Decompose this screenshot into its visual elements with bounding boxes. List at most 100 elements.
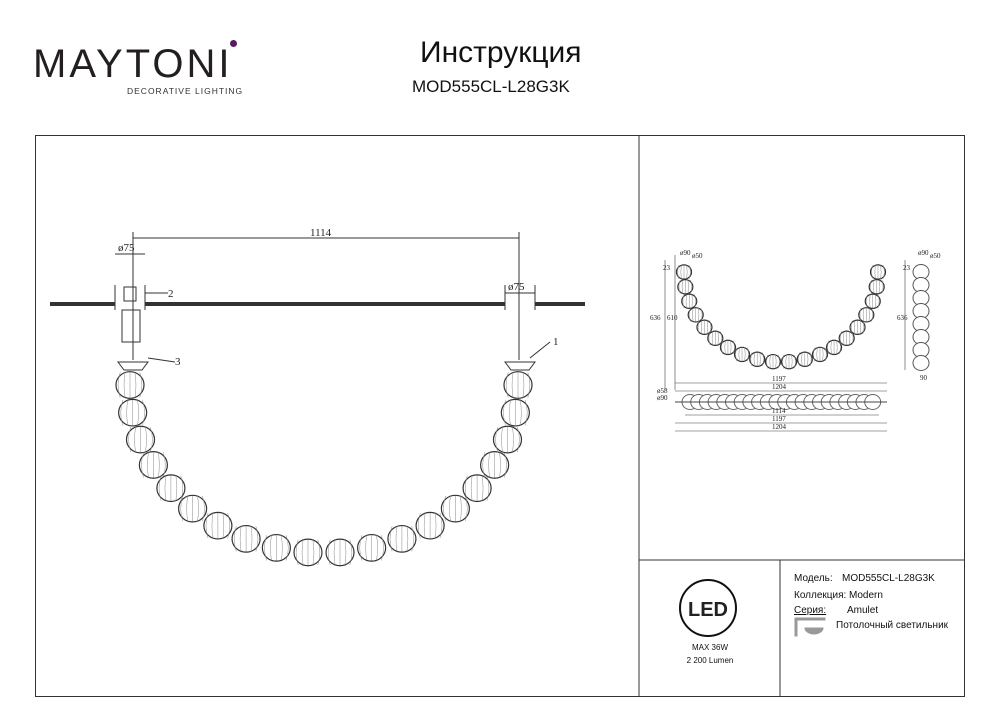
bead-rib: [137, 400, 139, 426]
bead-rib: [854, 320, 856, 335]
bead-rib: [205, 512, 209, 539]
bead-rib: [830, 340, 832, 355]
bead-rib: [753, 352, 755, 367]
bead-chain: [115, 371, 533, 567]
bead-rib: [873, 280, 875, 294]
bead-rib: [503, 399, 506, 426]
mini-w1204b: 1204: [772, 423, 787, 431]
mini-h636: 636: [650, 314, 661, 322]
bead-rib: [697, 320, 700, 335]
bead-rib: [822, 347, 824, 362]
bead-rib: [824, 347, 827, 362]
bead-rib: [875, 294, 877, 309]
bead-rib: [849, 331, 851, 346]
dim-width: 1114: [310, 227, 332, 239]
bead-rib: [747, 347, 749, 362]
mini-w1204: 1204: [772, 383, 787, 391]
mini-w1197b: 1197: [772, 415, 786, 423]
bead-rib: [197, 495, 199, 522]
bead-rib: [879, 280, 881, 294]
bead-rib: [501, 426, 503, 453]
bead-rib: [681, 280, 683, 294]
bead-rib: [285, 535, 289, 561]
bead-rib: [120, 399, 124, 426]
bead-rib: [708, 331, 711, 346]
ceiling-lamp-icon: [794, 617, 826, 637]
bead-rib: [798, 352, 800, 367]
bead-rib: [522, 372, 525, 398]
mini-bead-chain: [675, 264, 930, 410]
dim-left-dia: ø75: [118, 242, 135, 254]
bead-rib: [376, 535, 378, 561]
bead-rib: [439, 512, 443, 539]
bead-rib: [488, 452, 490, 478]
bead-rib: [270, 535, 272, 561]
bead-rib: [759, 352, 761, 367]
bead-rib: [689, 308, 691, 322]
bead-rib: [744, 347, 746, 362]
bead-rib: [520, 400, 522, 426]
bead-rib: [349, 539, 353, 566]
bead-rib: [142, 399, 145, 426]
bead-rib: [312, 539, 315, 566]
side-dia-inner: ø50: [930, 252, 941, 260]
bead-rib: [233, 526, 237, 552]
bead-rib: [775, 354, 777, 369]
model-code: MOD555CL-L28G3K: [412, 77, 570, 96]
bead-rib: [870, 279, 872, 294]
page-title: Инструкция: [420, 36, 582, 69]
bead-rib: [499, 452, 501, 478]
bead-rib: [794, 354, 796, 369]
lamp-type: Потолочный светильник: [836, 620, 949, 631]
bead-rib: [126, 400, 128, 426]
bead-rib: [527, 372, 531, 398]
bead-rib: [840, 331, 842, 346]
mini-d90: ø90: [657, 394, 668, 402]
bead-rib: [180, 475, 184, 501]
bead-rib: [158, 475, 162, 501]
bead-rib: [406, 526, 409, 552]
bead-rib: [211, 513, 214, 539]
bead-rib: [381, 535, 384, 561]
bead-rib: [389, 526, 393, 552]
bead-rib: [164, 475, 167, 501]
bead-rib: [785, 354, 787, 369]
bead-rib: [443, 495, 446, 522]
collection-label: Коллекция:: [794, 590, 847, 601]
bead-rib: [750, 352, 753, 367]
bead-rib: [301, 539, 304, 566]
bead-rib: [827, 340, 830, 355]
bead-rib: [202, 495, 205, 522]
bead-rib: [511, 372, 514, 398]
model-label: Модель:: [794, 573, 833, 584]
bead-rib: [816, 347, 818, 362]
bead-rib: [711, 331, 713, 346]
callout-1: 1: [553, 336, 559, 348]
bead-rib: [145, 426, 147, 453]
bead-rib: [327, 539, 331, 566]
bead-rib: [239, 526, 242, 552]
bead-rib: [417, 512, 421, 539]
bead-rib: [766, 354, 768, 369]
led-icon: [679, 579, 737, 637]
bead-rib: [724, 340, 726, 355]
logo-dot: [230, 40, 237, 47]
bead-rib: [150, 426, 153, 453]
bead-rib: [281, 535, 283, 561]
bead-rib: [877, 294, 880, 309]
bead-rib: [862, 308, 864, 322]
bead-rib: [809, 352, 812, 367]
mini-d23: 23: [663, 264, 671, 272]
bead-rib: [365, 535, 367, 561]
bead-rib: [871, 308, 873, 322]
bead-rib: [264, 535, 267, 561]
bead-rib: [866, 294, 868, 309]
side-dia-top: ø90: [918, 249, 929, 257]
bead-rib: [180, 495, 184, 522]
bead-rib: [880, 265, 882, 279]
bead-rib: [778, 354, 780, 369]
bead-rib: [680, 265, 682, 279]
brand-logo: MAYTONI: [33, 42, 233, 87]
bead-rib: [481, 475, 484, 501]
